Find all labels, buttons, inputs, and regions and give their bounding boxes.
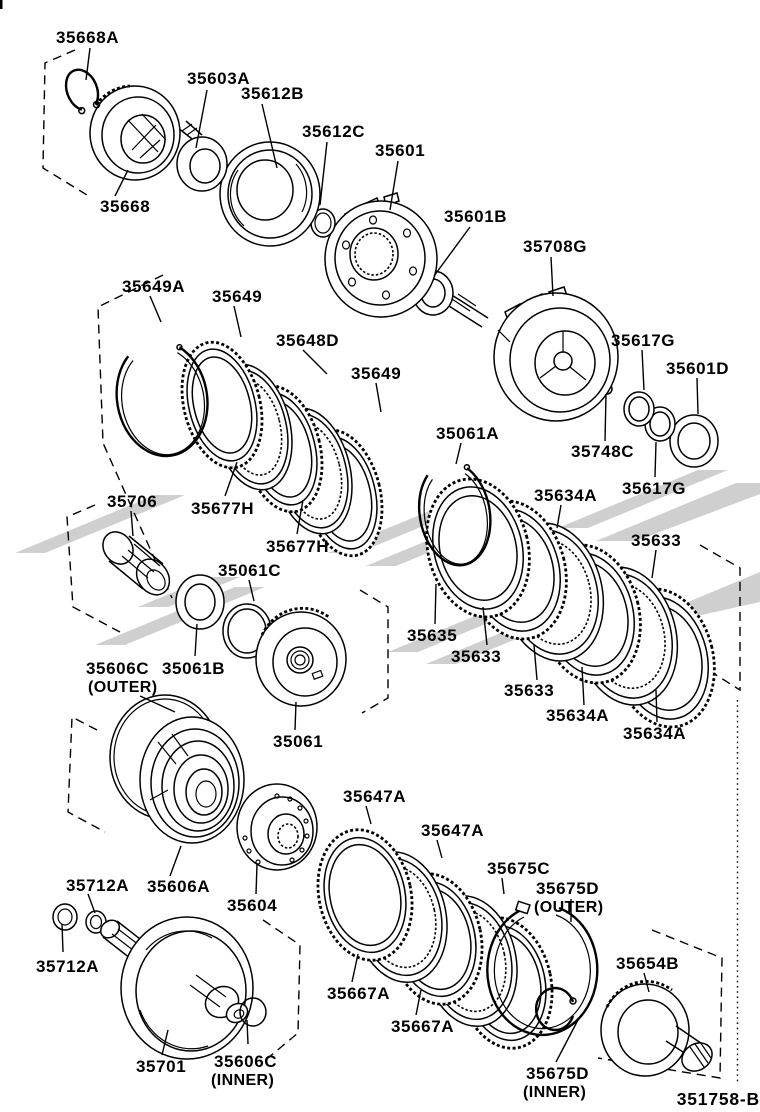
part-label-35633-3: 35633 [504,681,554,700]
part-label-35649A: 35649A [122,277,185,296]
part-label-35649-1: 35649 [212,287,262,306]
part-label-35708G: 35708G [523,237,587,256]
part-label-35617G-1: 35617G [611,331,675,350]
part-label-35634A-2: 35634A [546,706,609,725]
part-35061B-ring [175,574,225,630]
part-label-35668: 35668 [100,197,150,216]
part-label-35061C: 35061C [218,561,281,580]
part-label-35061B: 35061B [162,659,225,678]
part-label-35649-2: 35649 [351,364,401,383]
part-label-35606C-inner: 35606C [214,1052,277,1071]
part-35708G-drum [493,286,619,422]
part-35712A-rings [52,903,107,934]
part-label-35675D-outer-sub: (OUTER) [534,899,603,916]
part-35061-governor [255,606,347,707]
part-35604-hub [236,783,318,871]
part-label-35061: 35061 [273,732,323,751]
part-label-35634A-1: 35634A [534,486,597,505]
figure-number: 351758-B [677,1089,760,1109]
plate-row-35647A [316,828,554,1050]
part-35606C-inner-oring [239,997,267,1027]
part-35701-drum [99,916,254,1060]
part-35649A-snapring [115,343,209,458]
part-label-35635: 35635 [407,626,457,645]
part-label-35701: 35701 [136,1057,186,1076]
part-labels: 35668A 35603A 35612B 35612C 35601 35601B… [36,28,760,1109]
part-35061A-snapring [417,463,492,567]
part-label-35633-1: 35633 [631,531,681,550]
plate-row-35633 [425,477,716,729]
part-label-35612C: 35612C [302,122,365,141]
part-35668-drum [89,84,181,181]
plate-row-35649 [180,340,384,558]
part-label-35706: 35706 [107,492,157,511]
part-35668A-snapring [64,68,101,115]
corner-artifact [0,0,3,9]
part-label-35617G-2: 35617G [622,479,686,498]
part-label-35748C: 35748C [571,442,634,461]
part-label-35675C: 35675C [487,859,550,878]
part-label-35634A-3: 35634A [623,724,686,743]
part-label-35604: 35604 [227,896,277,915]
part-35675D-inner-snapring [534,986,577,1032]
part-35603A-hub [176,120,228,192]
part-35601D-ring [669,414,719,468]
part-label-35712A-2: 35712A [36,957,99,976]
part-label-35061A: 35061A [436,424,499,443]
part-label-35667A-1: 35667A [327,984,390,1003]
part-label-35675D-outer: 35675D [536,879,599,898]
part-label-35654B: 35654B [616,954,679,973]
part-35617G-rings [623,391,676,442]
part-label-35612B: 35612B [241,84,304,103]
part-label-35712A-1: 35712A [66,876,129,895]
part-label-35601D: 35601D [666,359,729,378]
part-35601-drum [324,192,438,318]
part-label-35677H-1: 35677H [191,499,254,518]
projection-planes [42,49,741,1083]
part-label-35601: 35601 [375,141,425,160]
part-label-35606C-outer: 35606C [86,659,149,678]
part-35675D-outer-snapring [486,900,599,1037]
part-label-35606C-outer-sub: (OUTER) [88,679,157,696]
part-label-35606C-inner-sub: (INNER) [211,1072,274,1089]
part-label-35648D: 35648D [276,331,339,350]
part-label-35675D-inner: 35675D [526,1064,589,1083]
part-label-35603A: 35603A [187,69,250,88]
part-label-35675D-inner-sub: (INNER) [523,1084,586,1101]
part-35654B-gear [600,980,713,1077]
part-label-35647A-1: 35647A [343,787,406,806]
leader-lines [61,47,699,1063]
part-label-35647A-2: 35647A [421,821,484,840]
part-label-35601B: 35601B [444,207,507,226]
part-35612C-oring [310,208,336,238]
part-label-35667A-2: 35667A [391,1017,454,1036]
part-label-35606A: 35606A [147,877,210,896]
part-35706-sleeve [102,531,171,596]
part-label-35677H-2: 35677H [266,537,329,556]
part-35612B-drum [219,141,321,247]
part-label-35668A: 35668A [56,28,119,47]
part-35606A-piston [139,716,245,844]
part-label-35633-2: 35633 [451,647,501,666]
